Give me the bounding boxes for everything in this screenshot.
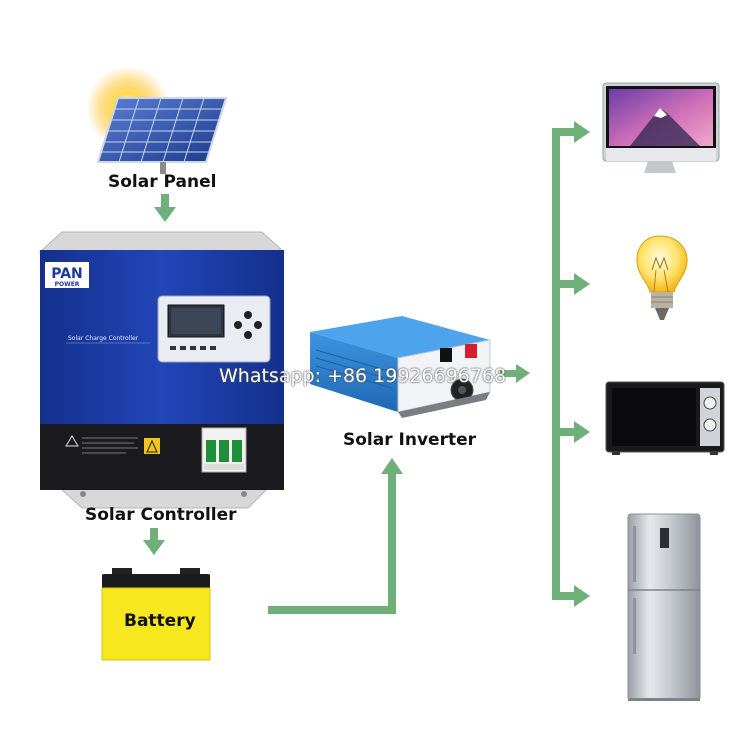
nav-right-button[interactable] xyxy=(254,321,262,329)
arrow-battery-to-inverter xyxy=(268,458,403,614)
solar-panel-icon xyxy=(96,97,228,174)
brand-bottom: POWER xyxy=(55,281,80,288)
circuit-breakers xyxy=(201,427,247,473)
brand-top: PAN xyxy=(51,266,83,282)
controller-logo: PAN POWER xyxy=(45,262,89,288)
arrow-inverter-to-loads xyxy=(500,364,530,383)
solar-controller-label: Solar Controller xyxy=(85,505,237,525)
battery-device xyxy=(101,568,211,661)
nav-left-button[interactable] xyxy=(234,321,242,329)
solar-panel-label: Solar Panel xyxy=(108,172,217,192)
solar-controller-device: PAN POWER Solar Charge Controller xyxy=(38,231,286,509)
microwave-icon xyxy=(605,381,725,455)
branch-microwave xyxy=(552,421,590,443)
solar-inverter-label: Solar Inverter xyxy=(343,430,476,450)
microwave-dial-top xyxy=(703,396,717,410)
monitor-icon xyxy=(602,82,720,173)
solar-panel-group xyxy=(86,66,228,174)
solar-inverter-device xyxy=(310,316,491,418)
inverter-terminal-black xyxy=(440,348,452,362)
refrigerator-icon xyxy=(627,513,701,701)
warning-area xyxy=(65,435,160,454)
inverter-terminal-red xyxy=(465,344,477,358)
microwave-dial-bottom xyxy=(703,418,717,432)
breaker-switch-2[interactable] xyxy=(219,440,229,462)
flow-arrows xyxy=(143,121,590,614)
watermark-text: Whatsapp: +86 19926696768 xyxy=(219,365,507,387)
distribution-bus xyxy=(552,128,560,600)
controller-display-panel xyxy=(157,295,271,363)
battery-label: Battery xyxy=(124,611,196,631)
branch-monitor xyxy=(552,121,590,143)
breaker-switch-1[interactable] xyxy=(206,440,216,462)
controller-panel-title: Solar Charge Controller xyxy=(68,335,139,342)
light-bulb-icon xyxy=(636,235,688,320)
nav-up-button[interactable] xyxy=(244,311,252,319)
nav-down-button[interactable] xyxy=(244,331,252,339)
breaker-switch-3[interactable] xyxy=(232,440,242,462)
arrow-controller-to-battery xyxy=(143,528,165,555)
arrow-panel-to-controller xyxy=(154,194,176,222)
branch-light-bulb xyxy=(552,273,590,295)
branch-refrigerator xyxy=(552,585,590,607)
